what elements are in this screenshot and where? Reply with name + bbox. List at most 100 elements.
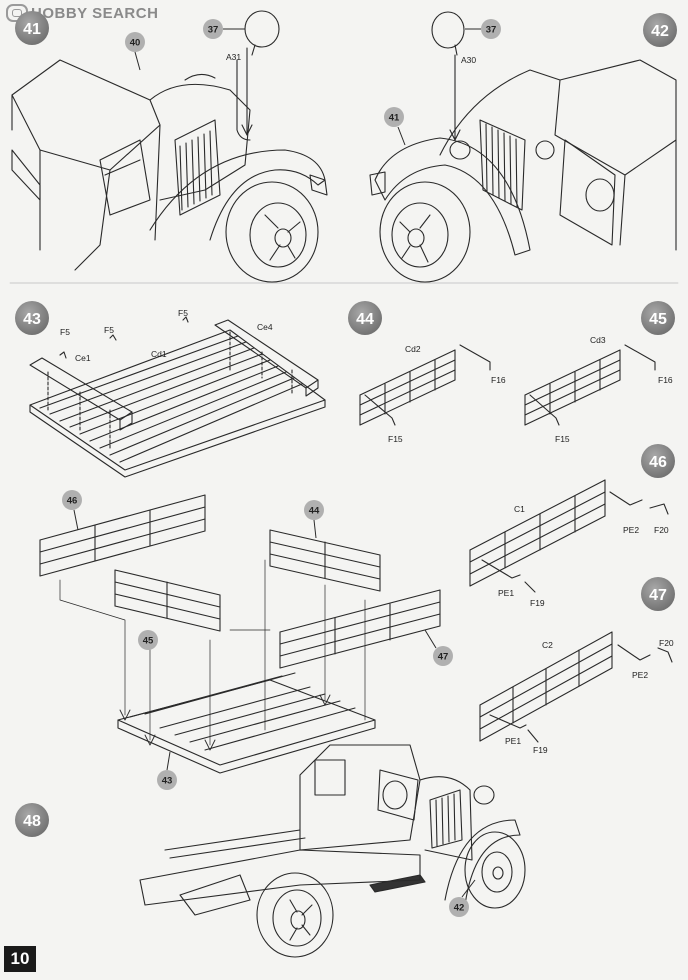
assembly-guide-lines [59,559,366,746]
step-badge-48: 48 [15,803,49,837]
label-pe2: PE2 [632,670,648,680]
callout-37-b: 37 [481,19,501,39]
callout-47: 47 [433,646,453,666]
f20-part [649,503,669,515]
hood [149,83,251,201]
step-42-drawing [369,11,677,283]
callout-text: 44 [309,506,320,517]
step-badge-45: 45 [641,301,675,335]
running-board [369,874,426,893]
step-44-drawing [359,344,491,426]
step-number-42: 42 [651,23,669,40]
label-f16: F16 [658,375,673,385]
callout-text: 37 [486,25,497,36]
label-c1: C1 [514,504,525,514]
side-window [11,149,41,201]
f20-part-47 [657,647,673,663]
callout-44: 44 [304,500,324,520]
step-41-drawing [11,10,328,283]
truck-headlight [473,785,495,805]
side-board-cd2 [359,349,456,426]
bumper-bracket [309,174,328,196]
fuel-tank [179,874,251,916]
step-number-43: 43 [23,311,41,328]
label-f19: F19 [530,598,545,608]
hooks-f5 [59,316,189,359]
hinge-f16-45 [624,344,656,371]
bed-side-46 [39,494,206,577]
cab-windshield [377,769,419,821]
label-pe1: PE1 [505,736,521,746]
front-wheel-right [379,181,471,283]
callout-text: 43 [162,776,173,787]
step-number-47: 47 [649,587,667,604]
windshield-right [559,139,616,246]
step-badge-41: 41 [15,11,49,45]
step-badge-46: 46 [641,444,675,478]
callout-41: 41 [384,107,404,127]
callout-45: 45 [138,630,158,650]
cab-roof [11,59,161,171]
label-a30: A30 [461,55,476,65]
step-badge-47: 47 [641,577,675,611]
label-f5: F5 [60,327,70,337]
side-board-c1 [469,479,606,587]
label-f20: F20 [659,638,674,648]
callout-37-a: 37 [203,19,223,39]
callout-text: 47 [438,652,449,663]
label-f5: F5 [178,308,188,318]
label-c2: C2 [542,640,553,650]
label-ce4: Ce4 [257,322,273,332]
callout-46: 46 [62,490,82,510]
callout-text: 46 [67,496,78,507]
label-f19: F19 [533,745,548,755]
step-badge-44: 44 [348,301,382,335]
label-f20: F20 [654,525,669,535]
headlight-part-right [431,11,465,49]
part-labels: A31 A30 F5 F5 F5 Ce1 Cd1 Ce4 Cd2 F16 F15… [60,52,674,755]
bed-side-47 [279,589,441,669]
callout-text: 42 [454,903,465,914]
step-43-drawing [29,316,326,478]
hood-left [439,69,561,156]
truck-cab [299,744,421,851]
truck-front-wheel [464,831,526,909]
side-board-cd3 [524,349,621,426]
hinge-f16 [459,344,491,371]
label-pe2: PE2 [623,525,639,535]
pe1-part [481,559,521,579]
pe1-part-47 [489,714,527,729]
windshield [99,139,151,216]
hook-f15 [364,394,396,426]
pe2-part [609,491,643,506]
bed-floor-43 [117,679,376,766]
step-46-drawing [469,479,669,593]
front-fender-right [374,137,531,256]
radiator-grille-right [479,119,526,211]
truck-grille [429,789,463,849]
callout-badges: 37 40 37 41 46 44 45 47 43 42 [62,19,501,917]
front-wheel [225,181,319,283]
step-number-41: 41 [23,21,41,38]
truck-chassis [139,849,421,906]
callout-text: 40 [130,38,141,49]
label-f15: F15 [388,434,403,444]
label-ce1: Ce1 [75,353,91,363]
callout-42: 42 [449,897,469,917]
f19-part-47 [527,729,539,743]
step-number-45: 45 [649,311,667,328]
radiator-grille [174,119,221,216]
headlight-part [244,10,280,48]
hook-f15-45 [529,394,560,426]
callout-text: 41 [389,113,400,124]
callout-40: 40 [125,32,145,52]
callout-text: 37 [208,25,219,36]
label-f5: F5 [104,325,114,335]
callout-43: 43 [157,770,177,790]
f19-part [524,581,536,593]
label-pe1: PE1 [498,588,514,598]
step-badge-42: 42 [643,13,677,47]
bed-floor-cd1 [29,329,326,471]
